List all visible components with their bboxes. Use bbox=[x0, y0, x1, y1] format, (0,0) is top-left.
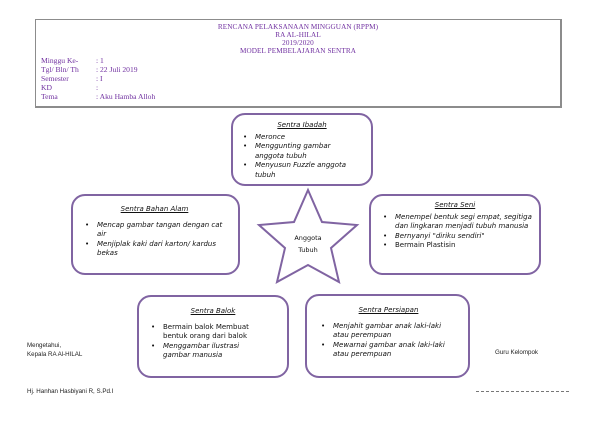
list-item: Bermain balok Membuat bentuk orang dari … bbox=[145, 323, 281, 342]
list-item: Bermain Plastisin bbox=[377, 241, 533, 251]
sentra-persiapan-list: Menjahit gambar anak laki-laki atau pere… bbox=[315, 322, 462, 360]
sentra-balok-title: Sentra Balok bbox=[190, 307, 236, 315]
list-item: Menjiplak kaki dari karton/ kardus bekas bbox=[79, 240, 230, 259]
sentra-balok-list: Bermain balok Membuat bentuk orang dari … bbox=[145, 323, 281, 361]
sentra-seni-list: Menempel bentuk segi empat, segitiga dan… bbox=[377, 213, 533, 251]
meta-label: Tgl/ Bln/ Th bbox=[41, 65, 79, 74]
theme-label-line1: Anggota bbox=[294, 234, 322, 242]
sentra-ibadah-title: Sentra Ibadah bbox=[277, 121, 327, 129]
sentra-bahan-alam-box: Sentra Bahan Alam Mencap gambar tangan d… bbox=[71, 194, 240, 275]
school-name: RA AL-HILAL bbox=[275, 31, 321, 39]
model-title: MODEL PEMBELAJARAN SENTRA bbox=[239, 47, 357, 55]
meta-row-tanggal: Tgl/ Bln/ Th : 22 Juli 2019 bbox=[41, 65, 138, 74]
sentra-bahan-alam-list: Mencap gambar tangan dengan cat air Menj… bbox=[79, 221, 230, 259]
list-item: Menjahit gambar anak laki-laki atau pere… bbox=[315, 322, 462, 341]
list-item: Mencap gambar tangan dengan cat air bbox=[79, 221, 230, 240]
teacher-signature-line bbox=[476, 391, 569, 392]
meta-value: : 1 bbox=[96, 56, 104, 65]
meta-row-tema: Tema : Aku Hamba Alloh bbox=[41, 92, 155, 101]
meta-label: Semester bbox=[41, 74, 69, 83]
meta-row-minggu: Minggu Ke- : 1 bbox=[41, 56, 104, 65]
school-year: 2019/2020 bbox=[282, 39, 314, 47]
sentra-seni-title: Sentra Seni bbox=[434, 201, 476, 209]
meta-row-semester: Semester : I bbox=[41, 74, 103, 83]
list-item: Menggunting gambar anggota tubuh bbox=[237, 142, 367, 161]
list-item: Menempel bentuk segi empat, segitiga dan… bbox=[377, 213, 533, 232]
sentra-balok-box: Sentra Balok Bermain balok Membuat bentu… bbox=[137, 295, 289, 378]
list-item: Bernyanyi "diriku sendiri" bbox=[377, 232, 533, 242]
list-item: Menyusun Fuzzle anggota tubuh bbox=[237, 161, 367, 180]
meta-value: : bbox=[96, 83, 99, 92]
header-box: RENCANA PELAKSANAAN MINGGUAN (RPPM) RA A… bbox=[35, 19, 562, 108]
sentra-bahan-alam-title: Sentra Bahan Alam bbox=[120, 205, 189, 213]
acknowledged-label: Mengetahui, bbox=[27, 342, 62, 349]
meta-value: : Aku Hamba Alloh bbox=[96, 92, 156, 101]
theme-label: Anggota Tubuh bbox=[286, 232, 330, 256]
meta-row-kd: KD: bbox=[41, 83, 98, 92]
signature-left-block: Mengetahui, Kepala RA Al-HILAL bbox=[27, 341, 82, 359]
sentra-ibadah-list: Meronce Menggunting gambar anggota tubuh… bbox=[237, 133, 367, 181]
sentra-persiapan-title: Sentra Persiapan bbox=[358, 306, 419, 314]
sentra-seni-box: Sentra Seni Menempel bentuk segi empat, … bbox=[369, 194, 541, 275]
meta-label: Minggu Ke- bbox=[41, 56, 79, 65]
meta-label: Tema bbox=[41, 92, 58, 101]
list-item: Mewarnai gambar anak laki-laki atau pere… bbox=[315, 341, 462, 360]
meta-value: : I bbox=[96, 74, 103, 83]
list-item: Meronce bbox=[237, 133, 367, 143]
sentra-persiapan-box: Sentra Persiapan Menjahit gambar anak la… bbox=[305, 294, 470, 378]
list-item: Menggambar ilustrasi gambar manusia bbox=[145, 342, 281, 361]
meta-value: : 22 Juli 2019 bbox=[96, 65, 138, 74]
meta-label: KD bbox=[41, 83, 52, 92]
theme-label-line2: Tubuh bbox=[298, 246, 318, 254]
sentra-ibadah-box: Sentra Ibadah Meronce Menggunting gambar… bbox=[231, 113, 373, 186]
teacher-role: Guru Kelompok bbox=[495, 349, 538, 356]
doc-title: RENCANA PELAKSANAAN MINGGUAN (RPPM) bbox=[217, 23, 379, 31]
headmaster-title: Kepala RA Al-HILAL bbox=[27, 351, 83, 358]
headmaster-name: Hj. Hanhan Hasbiyani R, S.Pd.I bbox=[27, 388, 114, 395]
